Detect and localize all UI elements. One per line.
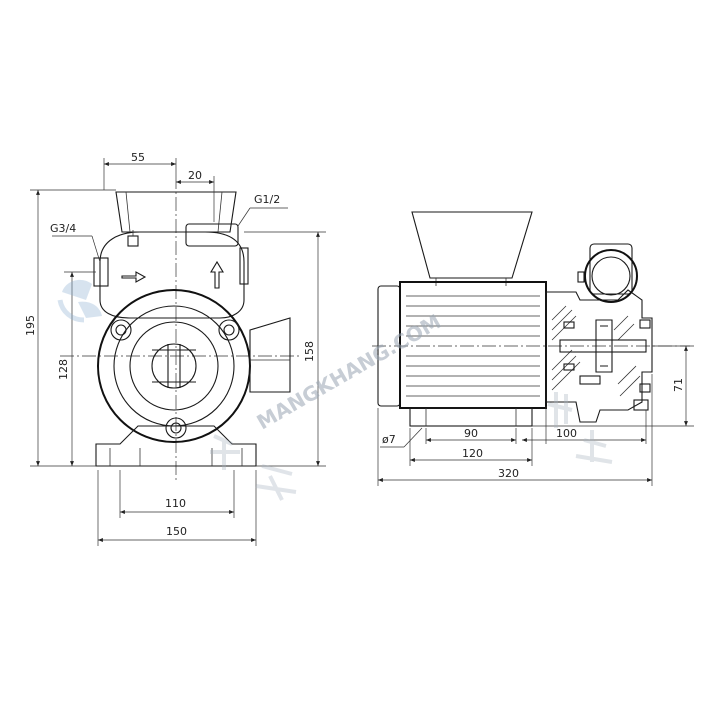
dim-shaft-height: 71 (672, 378, 685, 392)
inlet-flow-arrow-icon (121, 271, 147, 283)
dim-foot-length: 120 (462, 447, 483, 460)
dim-outlet-height: 158 (303, 341, 316, 362)
watermark-url: MANGKHANG.COM (253, 309, 446, 434)
front-inlet-port (93, 257, 109, 287)
side-motor-body (399, 281, 547, 409)
dim-inlet-height: 128 (57, 359, 70, 380)
front-volute (97, 289, 251, 443)
watermark-logo-icon (57, 279, 102, 323)
thread-outlet-label: G1/2 (254, 193, 280, 206)
impeller-icon (152, 344, 196, 388)
dim-hole-dia: ø7 (382, 433, 396, 446)
dim-overall-length: 320 (498, 467, 519, 480)
dim-height-total: 195 (24, 315, 37, 336)
dim-outlet-offset: 20 (188, 169, 202, 182)
bolt-lug-right (218, 319, 240, 341)
side-outlet-neck (589, 243, 633, 295)
outlet-flow-arrow-icon (210, 260, 224, 289)
bolt-lug-bottom (165, 417, 187, 439)
watermark-chinese-mark (210, 392, 613, 501)
thread-inlet-label: G3/4 (50, 222, 76, 235)
side-outlet-pipe (584, 249, 638, 303)
motor-cooling-fins (406, 295, 540, 397)
front-motor-box (249, 317, 291, 393)
section-hatching (551, 305, 641, 397)
watermark: MANGKHANG.COM (57, 279, 613, 501)
side-shaft (559, 339, 647, 353)
side-drain-plug (633, 399, 649, 411)
side-motor-foot (409, 407, 533, 427)
front-funnel (115, 191, 237, 233)
dim-foot-outer: 150 (166, 525, 187, 538)
bolt-lug-left (110, 319, 132, 341)
dim-foot-spacing: 90 (464, 427, 478, 440)
dim-foot-inner: 110 (165, 497, 186, 510)
dim-top-width: 55 (131, 151, 145, 164)
front-base (95, 425, 257, 467)
front-pump-head (99, 231, 245, 319)
side-impeller-icon (595, 319, 613, 373)
side-funnel (411, 211, 533, 279)
front-outlet-port (185, 223, 239, 247)
dim-pump-length: 100 (556, 427, 577, 440)
front-view: 55 20 G1/2 G3/4 195 128 158 110 (24, 151, 326, 546)
side-view: ø7 90 100 120 320 71 (372, 211, 694, 486)
side-pump-housing (545, 289, 653, 423)
